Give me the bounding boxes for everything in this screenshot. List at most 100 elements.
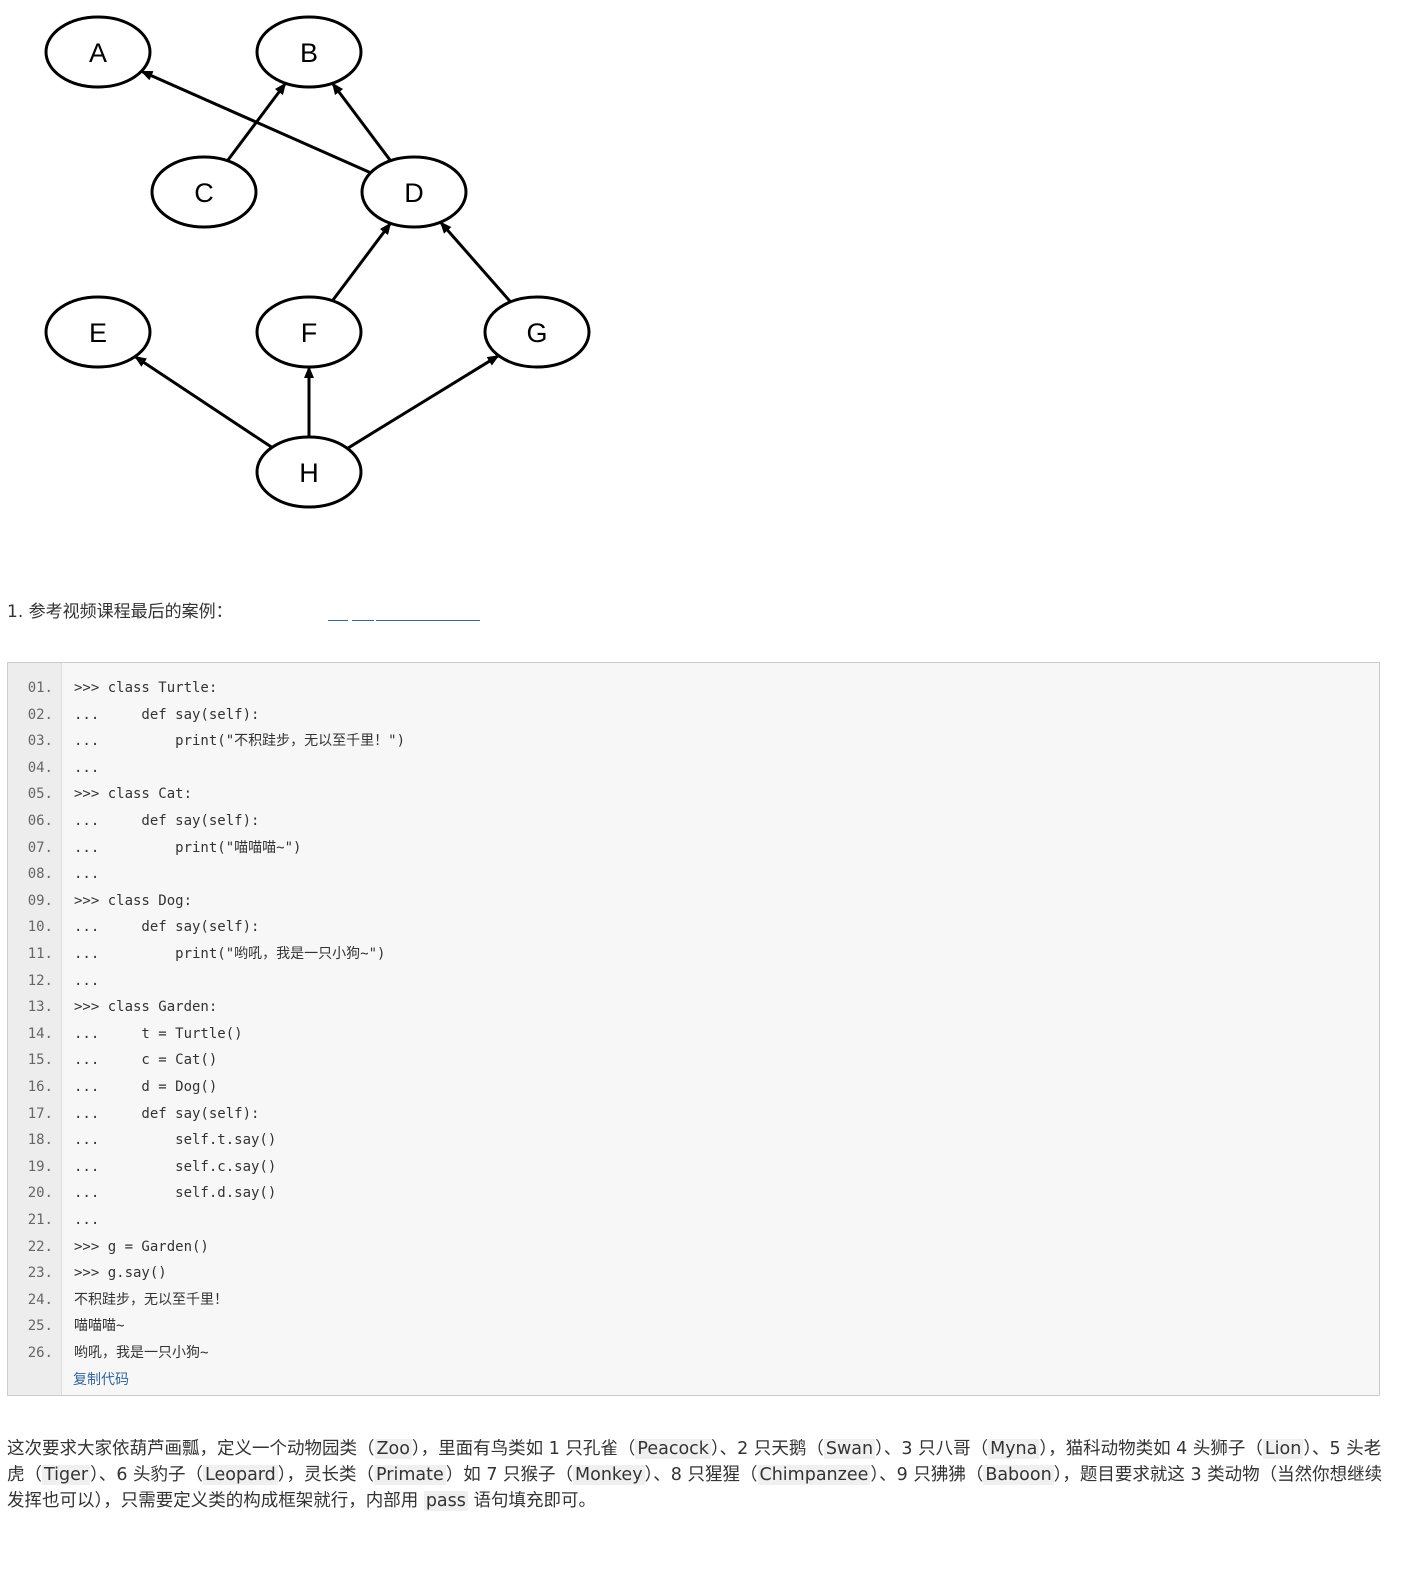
line-number: 24. <box>27 1291 53 1308</box>
node-label: E <box>89 318 107 348</box>
line-code: ... <box>74 866 100 883</box>
code-line: 18.... self.t.say() <box>8 1127 1379 1154</box>
line-number: 08. <box>27 866 53 883</box>
line-code: ... print("哟吼，我是一只小狗~") <box>74 946 386 962</box>
node-ellipse <box>360 155 468 229</box>
task-paragraph: 这次要求大家依葫芦画瓢，定义一个动物园类（Zoo），里面有鸟类如 1 只孔雀（P… <box>7 1436 1385 1514</box>
paragraph-text: ）、5 头老虎（ <box>7 1439 1382 1485</box>
node-g: G <box>483 295 591 369</box>
line-code: ... def say(self): <box>74 1105 260 1122</box>
code-line: 10. ... def say(self): <box>8 914 1379 941</box>
edge-d-to-b <box>331 82 392 162</box>
line-number: 13. <box>27 999 53 1016</box>
node-ellipse <box>255 15 363 89</box>
reference-text: 1. 参考视频课程最后的案例： <box>7 602 233 622</box>
paragraph-text: ）、8 只猩猩（ <box>644 1465 758 1485</box>
line-number: 25. <box>27 1318 53 1335</box>
line-number: 02. <box>27 706 53 723</box>
node-label: F <box>301 318 318 348</box>
node-label: H <box>299 458 319 488</box>
node-h: H <box>255 435 363 509</box>
line-number: 16. <box>27 1079 53 1095</box>
paragraph-text: ）如 7 只猴子（ <box>445 1465 574 1485</box>
paragraph-text: ）、2 只天鹅（ <box>710 1439 824 1459</box>
line-number: 17. <box>27 1105 53 1122</box>
line-code: 喵喵喵~ <box>74 1318 125 1335</box>
code-line: 22.>>> g = Garden() <box>8 1234 1379 1261</box>
edge-g-to-d <box>439 221 512 303</box>
code-line: 21.... <box>8 1207 1379 1234</box>
paragraph-text: 这次要求大家依葫芦画瓢，定义一个动物园类（ <box>7 1439 375 1459</box>
code-line: 07.... print("喵喵喵~") <box>8 835 1379 862</box>
node-label: B <box>300 38 318 68</box>
line-number: 10. <box>27 919 53 936</box>
node-e: E <box>44 295 152 369</box>
code-line: 11.... print("哟吼，我是一只小狗~") <box>8 941 1379 968</box>
inline-code: Leopard <box>203 1465 278 1485</box>
inline-code: Tiger <box>42 1465 91 1485</box>
node-ellipse <box>44 15 152 89</box>
line-number: 15. <box>27 1052 53 1069</box>
code-line: 06.... def say(self): <box>8 808 1379 835</box>
edge-h-to-g <box>346 354 500 450</box>
line-code: >>> class Garden: <box>74 999 218 1016</box>
node-ellipse <box>255 435 363 509</box>
node-f: F <box>255 295 363 369</box>
line-code: ... <box>74 759 100 776</box>
line-number: 26. <box>27 1345 53 1361</box>
inline-code: Monkey <box>573 1465 645 1485</box>
code-line: 24.不积跬步，无以至千里！ <box>8 1287 1379 1314</box>
line-number: 23. <box>27 1265 53 1282</box>
paragraph-text: 语句填充即可。 <box>467 1491 596 1511</box>
edge-d-to-a <box>140 69 372 175</box>
code-line: 09.>>> class Dog: <box>8 888 1379 915</box>
line-number: 12. <box>27 972 53 989</box>
line-code: >>> class Dog: <box>74 892 193 909</box>
paragraph-text: ），里面有鸟类如 1 只孔雀（ <box>411 1439 636 1459</box>
inline-code: pass <box>423 1491 468 1511</box>
paragraph-text: ）、6 头豹子（ <box>90 1465 204 1485</box>
paragraph-text: ），灵长类（ <box>277 1465 375 1485</box>
line-number: 01. <box>27 680 53 696</box>
node-b: B <box>255 15 363 89</box>
node-c: C <box>150 155 258 229</box>
inline-code: Primate <box>374 1465 446 1485</box>
line-code: ... def say(self): <box>74 919 260 936</box>
line-code: >>> g.say() <box>74 1265 167 1282</box>
inline-code: Lion <box>1262 1439 1304 1459</box>
inline-code: Baboon <box>983 1465 1054 1485</box>
code-line: 23. >>> g.say() <box>8 1260 1379 1287</box>
code-line: 19.... self.c.say() <box>8 1154 1379 1181</box>
node-ellipse <box>255 295 363 369</box>
line-code: ... t = Turtle() <box>74 1025 243 1042</box>
code-block: 01.>>> class Turtle: 02. ... def say(self)… <box>7 662 1380 1396</box>
line-code: 哟吼，我是一只小狗~ <box>74 1345 209 1361</box>
copy-code-button[interactable]: 复制代码 <box>73 1372 129 1388</box>
line-code: ... self.t.say() <box>74 1132 277 1149</box>
code-line: 08.... <box>8 861 1379 888</box>
line-code: ... self.d.say() <box>74 1185 277 1202</box>
node-ellipse <box>150 155 258 229</box>
reference-link[interactable] <box>328 603 480 621</box>
code-line: 12.... <box>8 968 1379 995</box>
node-label: G <box>526 318 547 348</box>
code-line: 20.... self.d.say() <box>8 1180 1379 1207</box>
line-code: >>> g = Garden() <box>74 1238 209 1255</box>
line-code: ... print("不积跬步，无以至千里！") <box>74 733 406 750</box>
code-line: 13. >>> class Garden: <box>8 994 1379 1021</box>
code-line: 04.... <box>8 755 1379 782</box>
code-line: 03.... print("不积跬步，无以至千里！") <box>8 728 1379 755</box>
line-code: ... def say(self): <box>74 706 260 723</box>
code-line: 01.>>> class Turtle: <box>8 675 1379 702</box>
line-code: ... <box>74 972 100 989</box>
code-line: 15. ... c = Cat() <box>8 1047 1379 1074</box>
node-d: D <box>360 155 468 229</box>
node-ellipse <box>44 295 152 369</box>
paragraph-text: ）、9 只狒狒（ <box>870 1465 984 1485</box>
line-number: 19. <box>27 1158 53 1175</box>
line-number-gutter <box>8 663 62 1395</box>
inline-code: Chimpanzee <box>757 1465 871 1485</box>
line-code: ... c = Cat() <box>74 1052 218 1069</box>
node-a: A <box>44 15 152 89</box>
code-line: 05.>>> class Cat: <box>8 781 1379 808</box>
